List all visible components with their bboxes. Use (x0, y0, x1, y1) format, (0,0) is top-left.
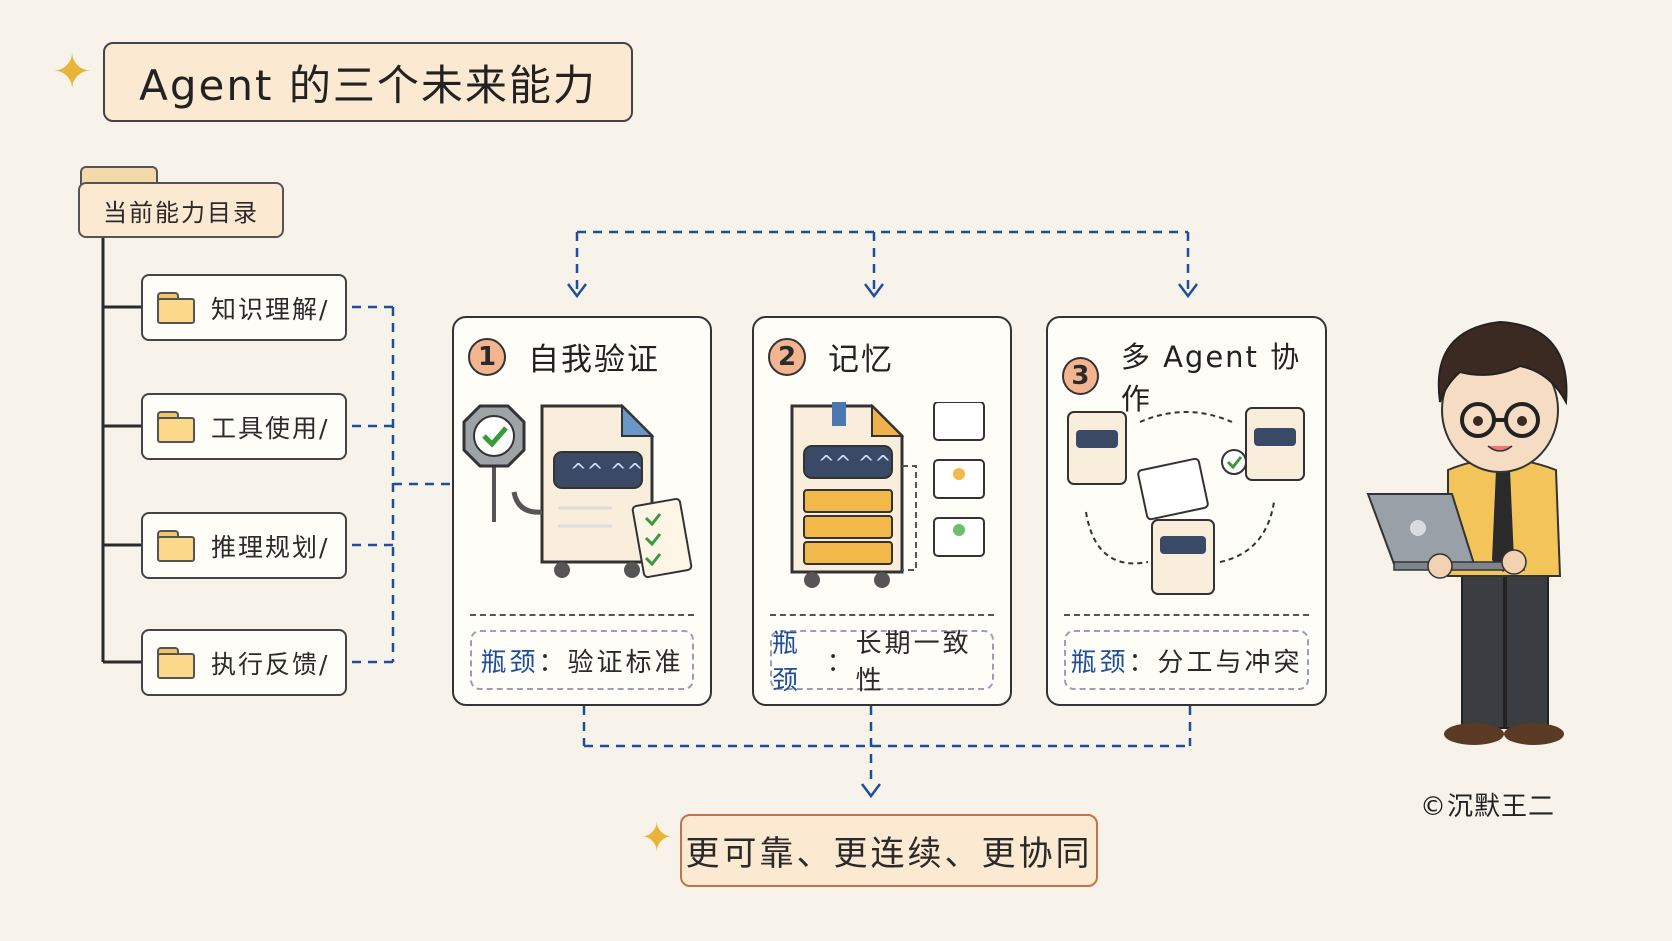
tree-item-label: 执行反馈/ (211, 649, 330, 679)
card-title: 记忆 (828, 342, 894, 378)
card-divider (470, 614, 694, 616)
folder-icon (157, 410, 197, 443)
card-multi-agent: 3 多 Agent 协作 瓶颈：分工与冲突 (1046, 316, 1327, 706)
robot-verify-illustration: ^^ ^^ (462, 403, 693, 578)
bottleneck-value: 长期一致性 (855, 629, 972, 696)
bottleneck-key: 瓶颈 (772, 629, 802, 696)
folder-icon (157, 646, 197, 679)
card-title: 自我验证 (528, 342, 660, 378)
bottleneck-box: 瓶颈：分工与冲突 (1064, 630, 1309, 690)
tree-item-execution[interactable]: 执行反馈/ (141, 629, 347, 696)
card-number: 1 (468, 337, 506, 376)
tree-item-label: 工具使用/ (211, 413, 330, 443)
tree-item-knowledge[interactable]: 知识理解/ (141, 274, 347, 341)
card-number: 3 (1062, 357, 1099, 395)
svg-text:^^ ^^: ^^ ^^ (570, 459, 643, 483)
card-title: 多 Agent 协作 (1120, 340, 1302, 416)
conclusion-box: 更可靠、更连续、更协同 (680, 814, 1098, 887)
sparkle-icon: ✦ (52, 44, 93, 100)
sparkle-icon: ✦ (640, 815, 674, 861)
multi-agent-illustration (1067, 407, 1305, 595)
tree-item-tool-use[interactable]: 工具使用/ (141, 393, 347, 460)
root-folder[interactable]: 当前能力目录 (78, 182, 284, 238)
page-title: Agent 的三个未来能力 (103, 42, 633, 122)
card-divider (770, 614, 994, 616)
card-self-verification: 1 自我验证 ^^ ^^ 瓶颈：验证标准 (452, 316, 712, 706)
bottleneck-colon: ： (826, 647, 856, 678)
tree-item-label: 知识理解/ (211, 294, 330, 324)
bottleneck-box: 瓶颈 ：长期一致性 (770, 629, 994, 696)
card-number: 2 (768, 337, 806, 376)
bottleneck-colon: ： (538, 647, 568, 678)
bottleneck-box: 瓶颈：验证标准 (470, 630, 694, 690)
robot-memory-illustration: ^^ ^^ (790, 402, 985, 588)
tree-item-reasoning[interactable]: 推理规划/ (141, 512, 347, 579)
bottleneck-key: 瓶颈 (480, 647, 539, 678)
folder-icon (157, 529, 197, 562)
tree-item-label: 推理规划/ (211, 532, 330, 562)
card-memory: 2 记忆 ^^ ^^ 瓶颈 ：长期一致性 (752, 316, 1012, 706)
folder-icon (157, 291, 197, 324)
bottleneck-value: 分工与冲突 (1157, 647, 1303, 678)
credit: ©沉默王二 (1420, 792, 1556, 822)
bottleneck-value: 验证标准 (567, 647, 684, 678)
card-divider (1064, 614, 1309, 616)
bottleneck-key: 瓶颈 (1070, 647, 1129, 678)
svg-text:^^ ^^: ^^ ^^ (818, 451, 891, 475)
bottleneck-colon: ： (1128, 647, 1158, 678)
